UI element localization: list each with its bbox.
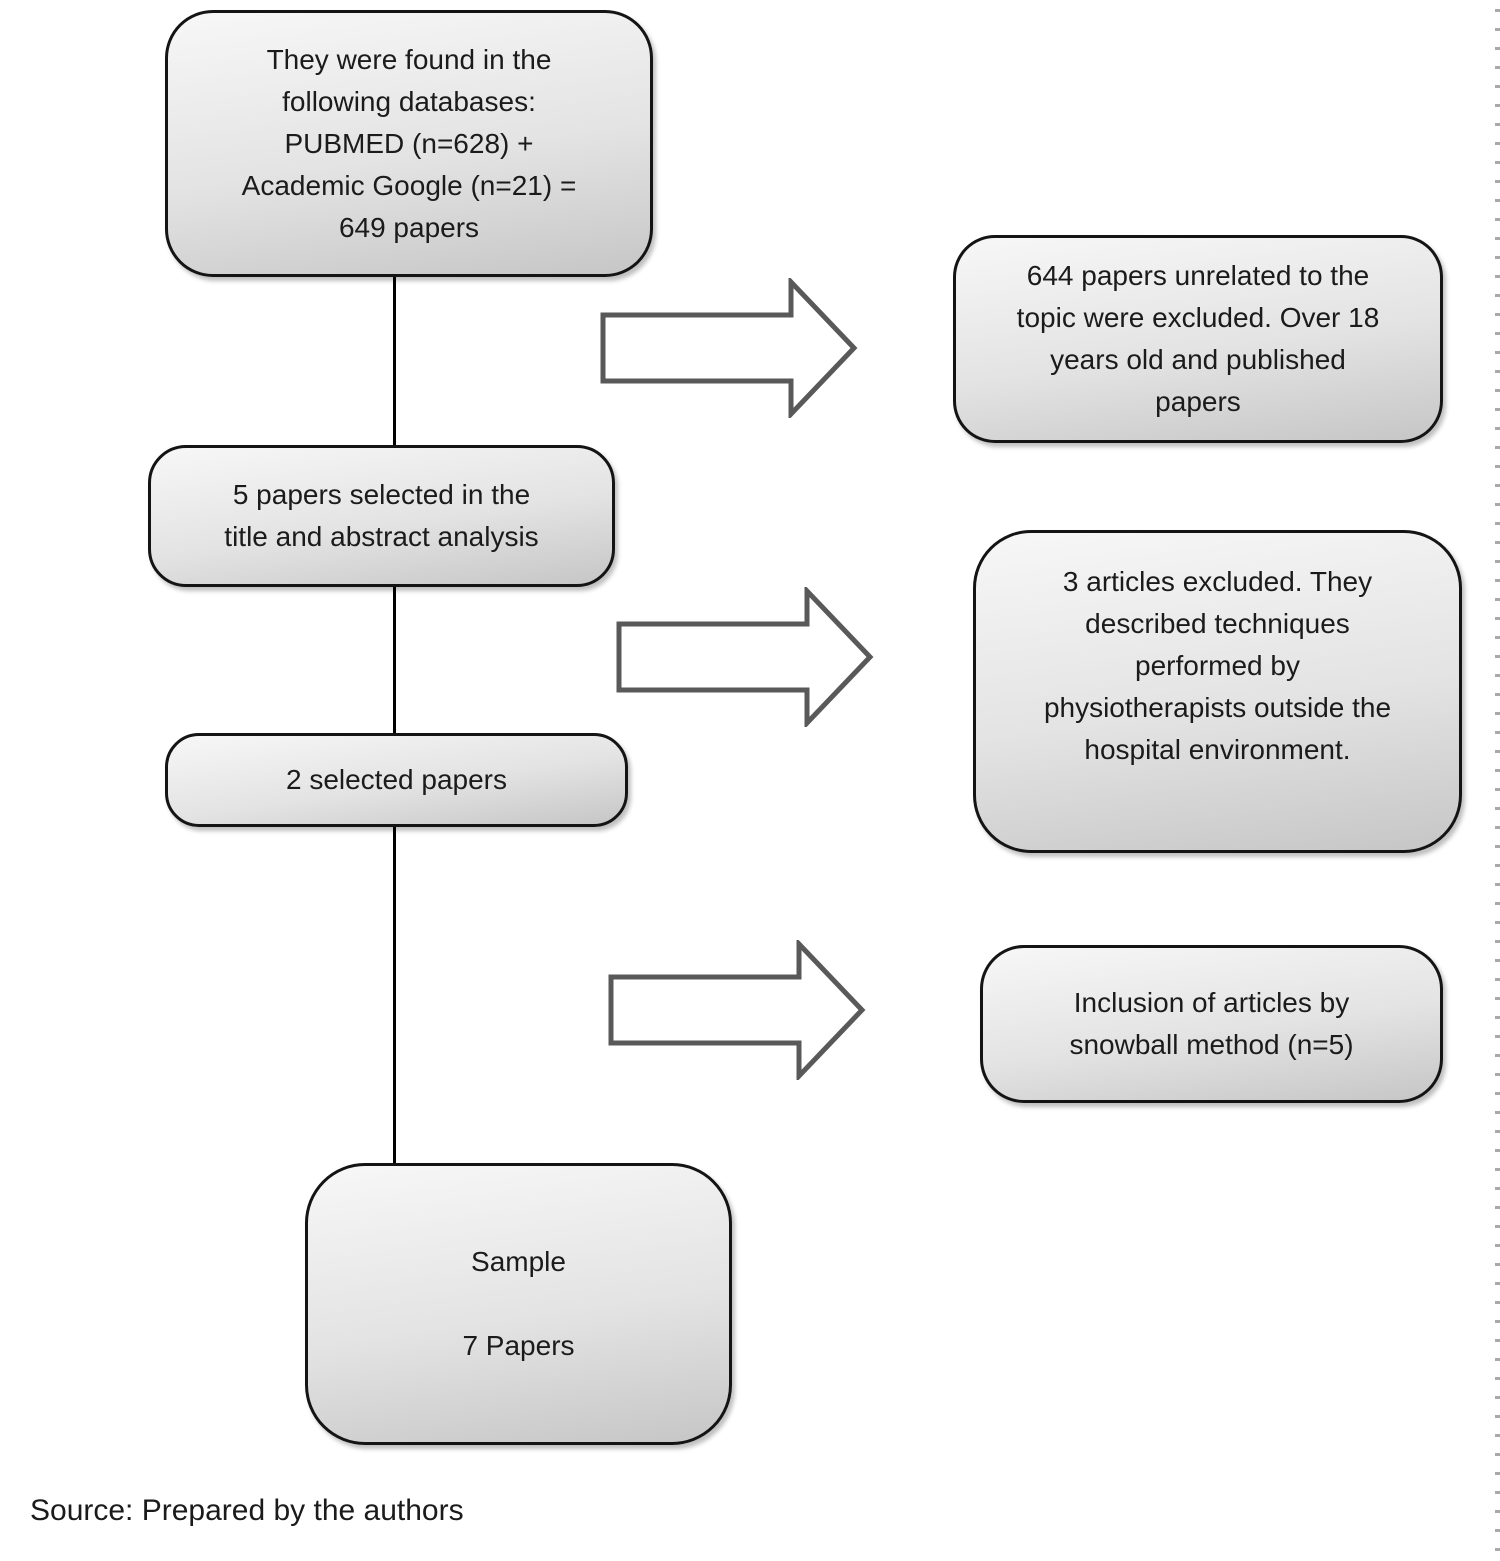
node-excluded-unrelated: 644 papers unrelated to the topic were e… (953, 235, 1443, 443)
node-databases-found: They were found in the following databas… (165, 10, 653, 277)
node-selected-papers: 2 selected papers (165, 733, 628, 827)
right-block-arrow-icon (608, 940, 866, 1080)
page-edge-marks (1495, 0, 1500, 1561)
node-selected-papers-text: 2 selected papers (285, 764, 508, 795)
node-excluded-outside-hospital-text: 3 articles excluded. They described tech… (1043, 566, 1392, 765)
node-title-abstract-selection-text: 5 papers selected in the title and abstr… (224, 479, 539, 552)
connector-line (393, 276, 396, 1166)
node-databases-found-text: They were found in the following databas… (241, 43, 577, 243)
right-block-arrow-icon (600, 278, 858, 418)
node-sample-text: Sample 7 Papers (462, 1246, 575, 1361)
node-excluded-unrelated-text: 644 papers unrelated to the topic were e… (1016, 260, 1380, 417)
node-sample: Sample 7 Papers (305, 1163, 732, 1445)
right-block-arrow-icon (616, 587, 874, 727)
node-snowball-inclusion-text: Inclusion of articles by snowball method… (1069, 987, 1354, 1060)
node-snowball-inclusion: Inclusion of articles by snowball method… (980, 945, 1443, 1103)
node-excluded-outside-hospital: 3 articles excluded. They described tech… (973, 530, 1462, 853)
source-note: Source: Prepared by the authors (30, 1494, 464, 1527)
node-title-abstract-selection: 5 papers selected in the title and abstr… (148, 445, 615, 587)
